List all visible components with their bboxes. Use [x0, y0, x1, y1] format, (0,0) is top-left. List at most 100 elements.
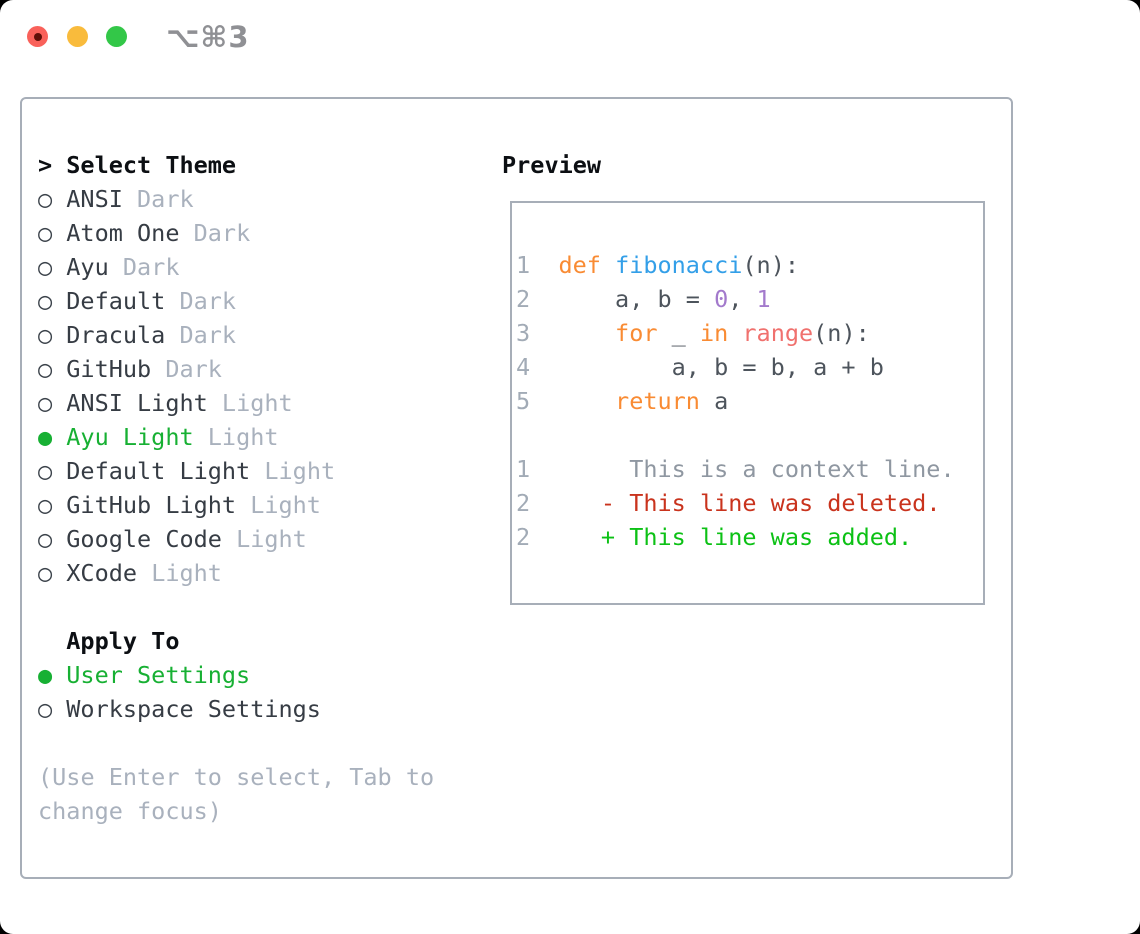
- theme-name: Google Code: [66, 525, 222, 553]
- code-segment: [558, 489, 600, 517]
- apply-option-workspace-settings[interactable]: ○ Workspace Settings: [38, 692, 488, 726]
- code-segment: 2: [516, 489, 559, 517]
- theme-option-atom-one[interactable]: ○Atom One Dark: [38, 216, 488, 250]
- code-segment: 1: [756, 285, 771, 313]
- theme-variant: Dark: [179, 321, 237, 349]
- code-segment: 0: [714, 285, 729, 313]
- spacer: [38, 590, 488, 624]
- apply-option-user-settings[interactable]: ● User Settings: [38, 658, 488, 692]
- code-segment: [558, 523, 600, 551]
- code-segment: 1: [516, 455, 559, 483]
- radio-icon: ●: [38, 661, 53, 689]
- code-line: 1 This is a context line.: [516, 452, 975, 486]
- radio-icon: ○: [38, 457, 53, 485]
- theme-name: Ayu: [66, 253, 109, 281]
- code-line: 1 def fibonacci(n):: [516, 248, 975, 282]
- code-segment: 4: [516, 353, 559, 381]
- select-theme-header: > Select Theme: [38, 148, 488, 182]
- code-segment: return: [615, 387, 700, 415]
- code-segment: ,: [728, 285, 757, 313]
- apply-to-list: ● User Settings ○ Workspace Settings: [38, 658, 488, 726]
- theme-option-google-code[interactable]: ○Google Code Light: [38, 522, 488, 556]
- theme-name: ANSI: [66, 185, 123, 213]
- code-line: 5 return a: [516, 384, 975, 418]
- code-line: 2 a, b = 0, 1: [516, 282, 975, 316]
- minimize-button[interactable]: [67, 26, 88, 47]
- code-segment: 1: [516, 251, 559, 279]
- theme-variant: Light: [264, 457, 336, 485]
- theme-variant: Dark: [193, 219, 251, 247]
- radio-icon: ○: [38, 491, 53, 519]
- theme-variant: Dark: [122, 253, 180, 281]
- code-segment: This is a context line.: [558, 455, 955, 483]
- recording-dot-icon: [33, 32, 42, 41]
- radio-icon: ●: [38, 423, 53, 451]
- theme-name: GitHub: [66, 355, 152, 383]
- titlebar: ⌥⌘3: [0, 0, 1140, 74]
- code-segment: [728, 319, 742, 347]
- radio-icon: ○: [38, 287, 53, 315]
- code-segment: 3: [516, 319, 559, 347]
- theme-option-ansi[interactable]: ○ANSI Dark: [38, 182, 488, 216]
- theme-option-default[interactable]: ○Default Dark: [38, 284, 488, 318]
- code-segment: _: [657, 319, 700, 347]
- close-button[interactable]: [27, 26, 48, 47]
- zoom-button[interactable]: [106, 26, 127, 47]
- theme-option-ayu-light[interactable]: ● Ayu Light Light: [38, 420, 488, 454]
- theme-option-github-light[interactable]: ○GitHub Light Light: [38, 488, 488, 522]
- theme-option-dracula[interactable]: ○Dracula Dark: [38, 318, 488, 352]
- hint-text: (Use Enter to select, Tab to change focu…: [38, 763, 435, 825]
- code-segment: range: [742, 319, 814, 347]
- code-segment: 2: [516, 523, 559, 551]
- theme-option-xcode[interactable]: ○ XCode Light: [38, 556, 488, 590]
- code-segment: a: [699, 387, 729, 415]
- radio-icon: ○: [38, 219, 53, 247]
- theme-name: Ayu Light: [66, 423, 194, 451]
- theme-name: GitHub Light: [66, 491, 237, 519]
- code-line: 2 + This line was added.: [516, 520, 975, 554]
- code-segment: for: [615, 319, 658, 347]
- radio-icon: ○: [38, 253, 53, 281]
- apply-to-label: Apply To: [66, 627, 180, 655]
- code-segment: [558, 387, 615, 415]
- apply-option-label: User Settings: [66, 661, 251, 689]
- radio-icon: ○: [38, 389, 53, 417]
- theme-list: ○ANSI Dark○Atom One Dark○Ayu Dark○Defaul…: [38, 182, 488, 590]
- code-line: 3 for _ in range(n):: [516, 316, 975, 350]
- code-segment: 5: [516, 387, 559, 415]
- theme-option-ayu[interactable]: ○ Ayu Dark: [38, 250, 488, 284]
- theme-option-default-light[interactable]: ○ Default Light Light: [38, 454, 488, 488]
- radio-icon: ○: [38, 695, 53, 723]
- select-theme-label: Select Theme: [66, 151, 237, 179]
- radio-icon: ○: [38, 355, 53, 383]
- theme-picker: >Select Theme ○ANSI Dark○Atom One Dark○A…: [38, 148, 488, 828]
- code-segment: [601, 251, 615, 279]
- window-title: ⌥⌘3: [166, 20, 250, 54]
- apply-to-header: Apply To: [38, 624, 488, 658]
- code-segment: 2: [516, 285, 559, 313]
- theme-variant: Light: [207, 423, 279, 451]
- code-segment: a, b =: [558, 285, 715, 313]
- radio-icon: ○: [38, 525, 53, 553]
- theme-variant: Light: [221, 389, 293, 417]
- code-segment: - This line was deleted.: [600, 489, 941, 517]
- caret-icon: >: [38, 151, 53, 179]
- theme-variant: Dark: [179, 287, 237, 315]
- code-segment: + This line was added.: [600, 523, 913, 551]
- theme-name: Default Light: [66, 457, 251, 485]
- code-segment: in: [699, 319, 729, 347]
- theme-option-ansi-light[interactable]: ○ ANSI Light Light: [38, 386, 488, 420]
- spacer: [38, 726, 488, 760]
- apply-option-label: Workspace Settings: [66, 695, 321, 723]
- theme-variant: Light: [151, 559, 222, 587]
- theme-name: XCode: [66, 559, 138, 587]
- theme-variant: Dark: [137, 185, 194, 213]
- code-line: 2 - This line was deleted.: [516, 486, 975, 520]
- theme-option-github[interactable]: ○GitHub Dark: [38, 352, 488, 386]
- radio-icon: ○: [38, 559, 53, 587]
- code-segment: a, b = b, a + b: [558, 353, 884, 381]
- theme-name: ANSI Light: [66, 389, 208, 417]
- code-segment: [558, 319, 615, 347]
